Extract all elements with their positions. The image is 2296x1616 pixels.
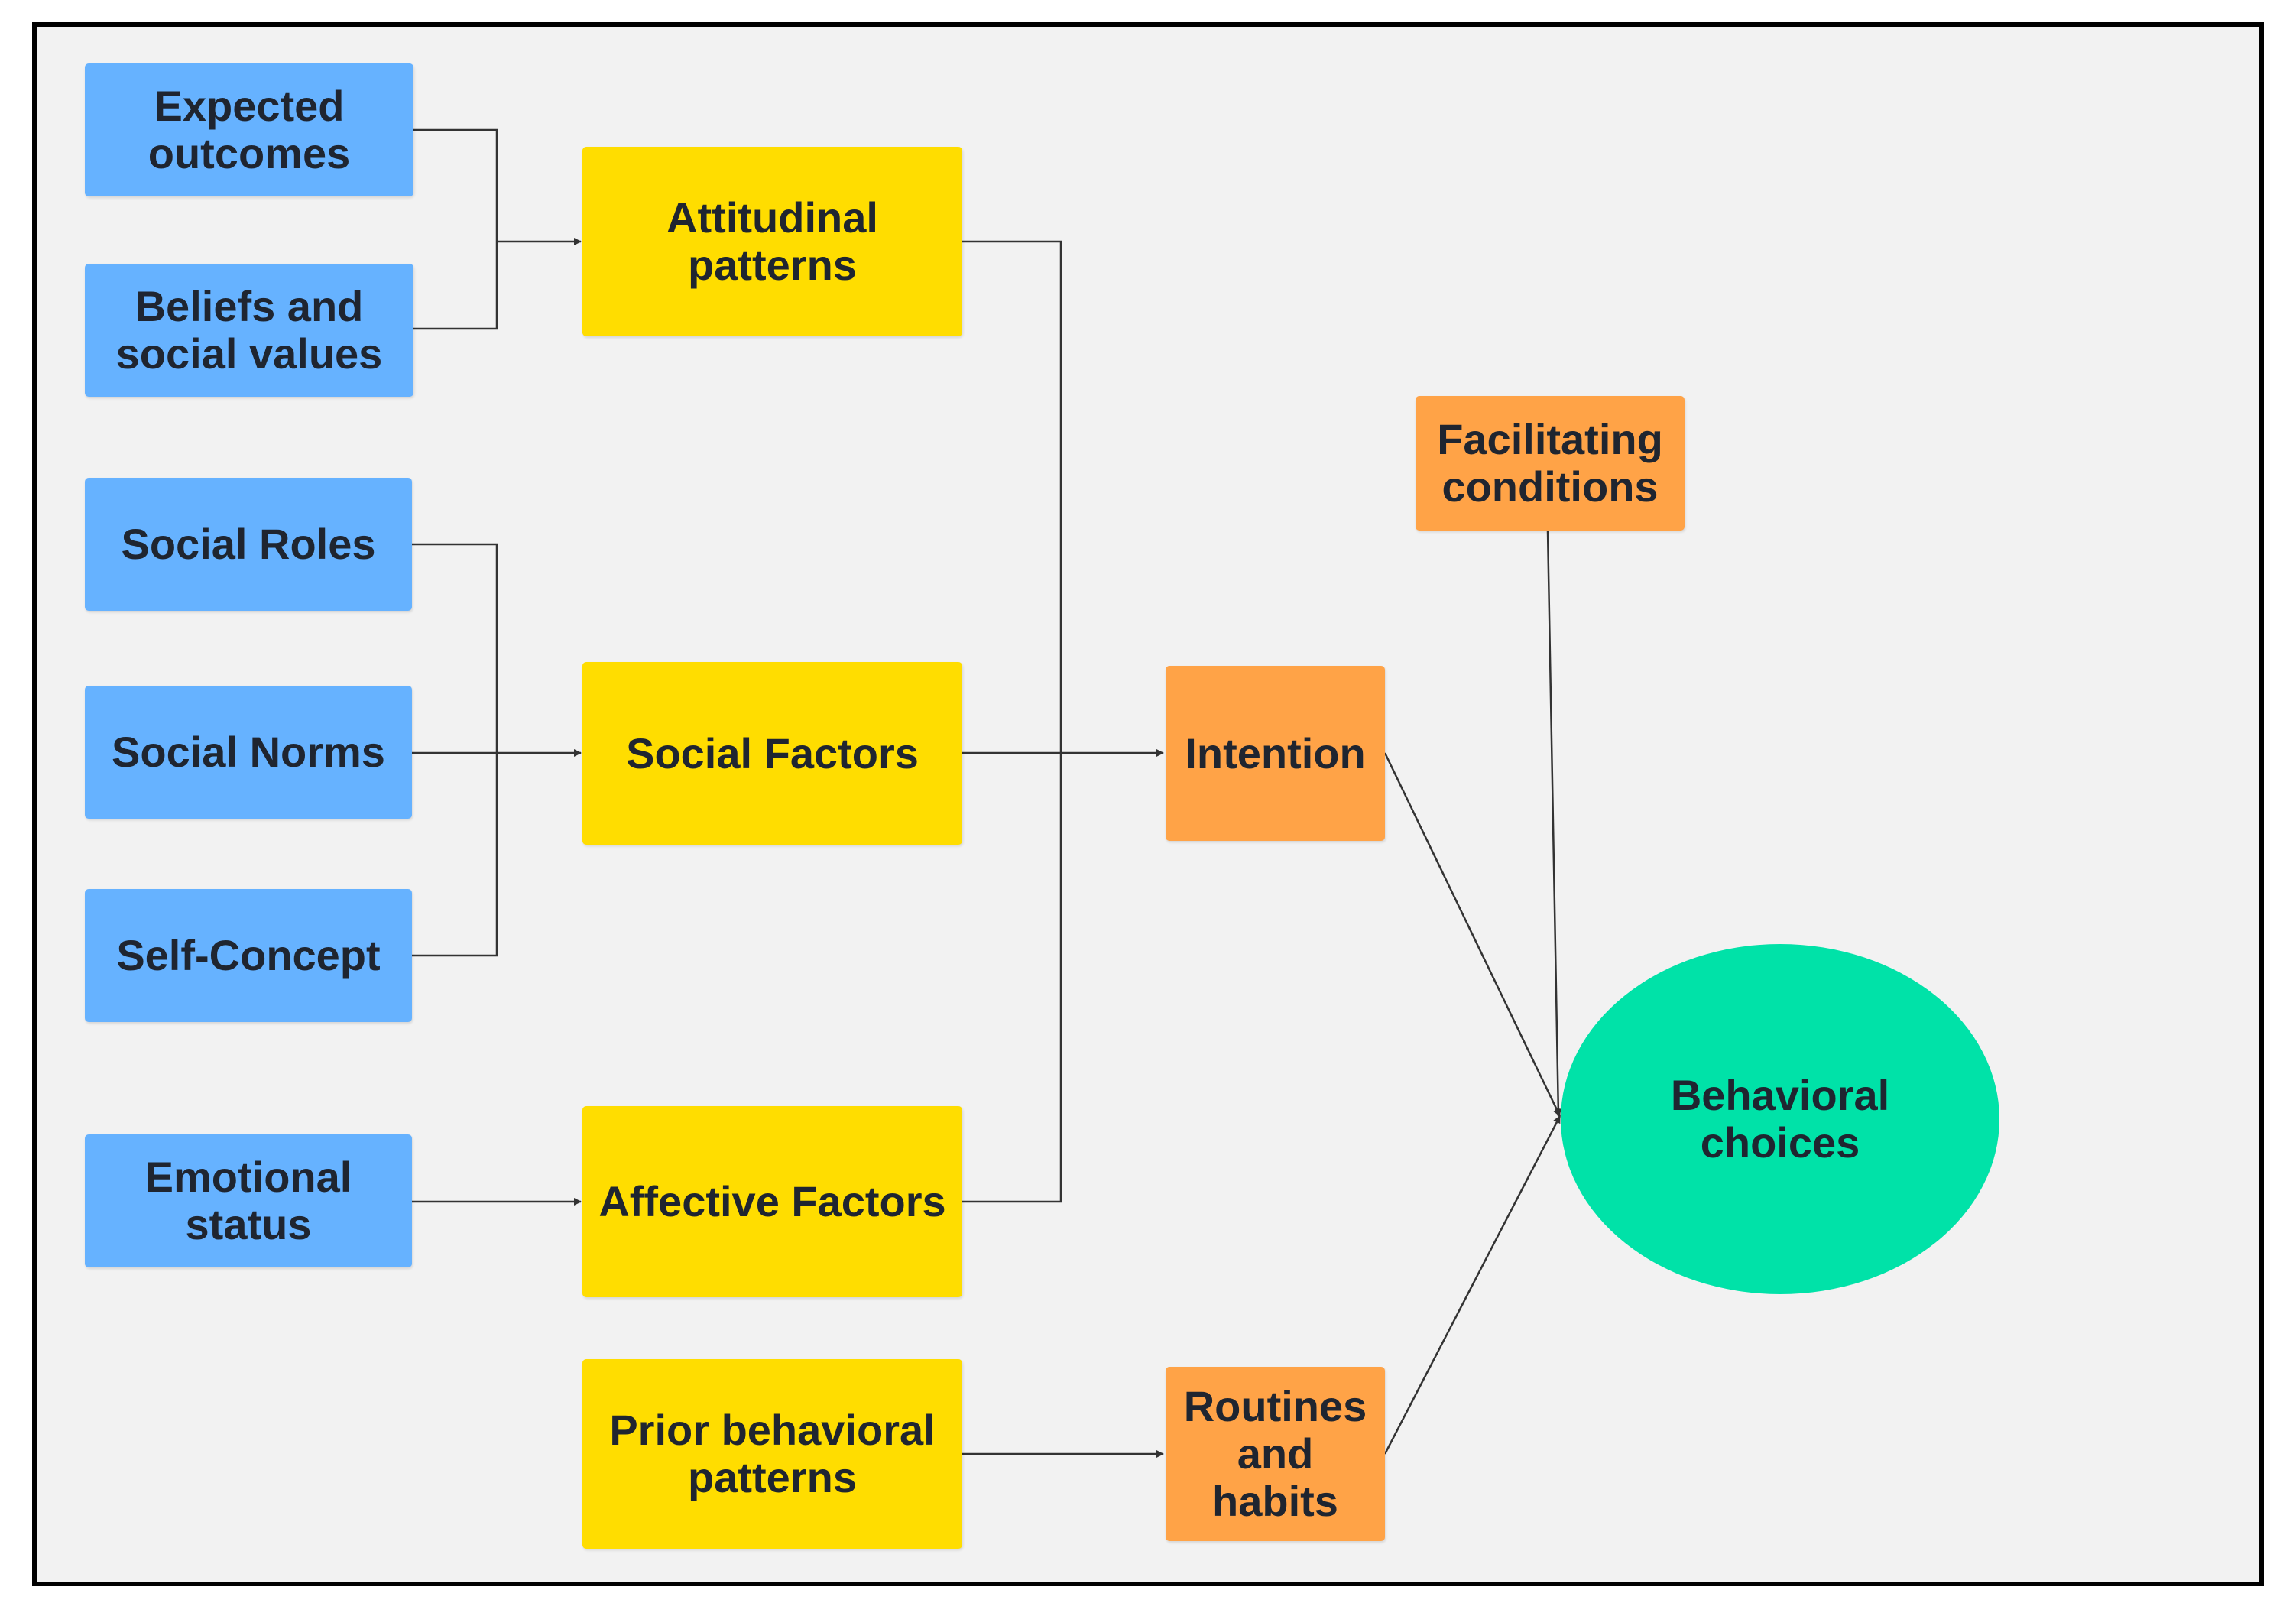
node-social-norms: Social Norms — [85, 686, 412, 819]
node-facilitating-conditions: Facilitating conditions — [1416, 396, 1685, 531]
arrow-routines-to-behavioral-choices — [1383, 1115, 1561, 1455]
connector-affective-factors — [962, 753, 1062, 1203]
node-social-factors: Social Factors — [582, 662, 962, 845]
node-intention: Intention — [1166, 666, 1385, 841]
node-behavioral-choices: Behavioral choices — [1561, 944, 1999, 1294]
connector-social-roles — [412, 543, 498, 753]
node-social-roles: Social Roles — [85, 478, 412, 611]
connector-attitudinal-patterns — [962, 240, 1062, 753]
node-prior-behavioral-patterns: Prior behavioral patterns — [582, 1359, 962, 1549]
arrow-facilitating-to-behavioral-choices — [1546, 530, 1562, 1117]
node-attitudinal-patterns: Attitudinal patterns — [582, 147, 962, 336]
connector-beliefs-social-values — [413, 242, 498, 330]
arrow-intention-to-behavioral-choices — [1383, 752, 1561, 1117]
connector-self-concept — [412, 753, 498, 957]
node-self-concept: Self-Concept — [85, 889, 412, 1022]
node-routines-habits: Routines and habits — [1166, 1367, 1385, 1541]
connector-expected-outcomes — [413, 128, 498, 242]
node-emotional-status: Emotional status — [85, 1134, 412, 1267]
node-expected-outcomes: Expected outcomes — [85, 63, 413, 196]
node-beliefs-social-values: Beliefs and social values — [85, 264, 413, 397]
node-affective-factors: Affective Factors — [582, 1106, 962, 1297]
